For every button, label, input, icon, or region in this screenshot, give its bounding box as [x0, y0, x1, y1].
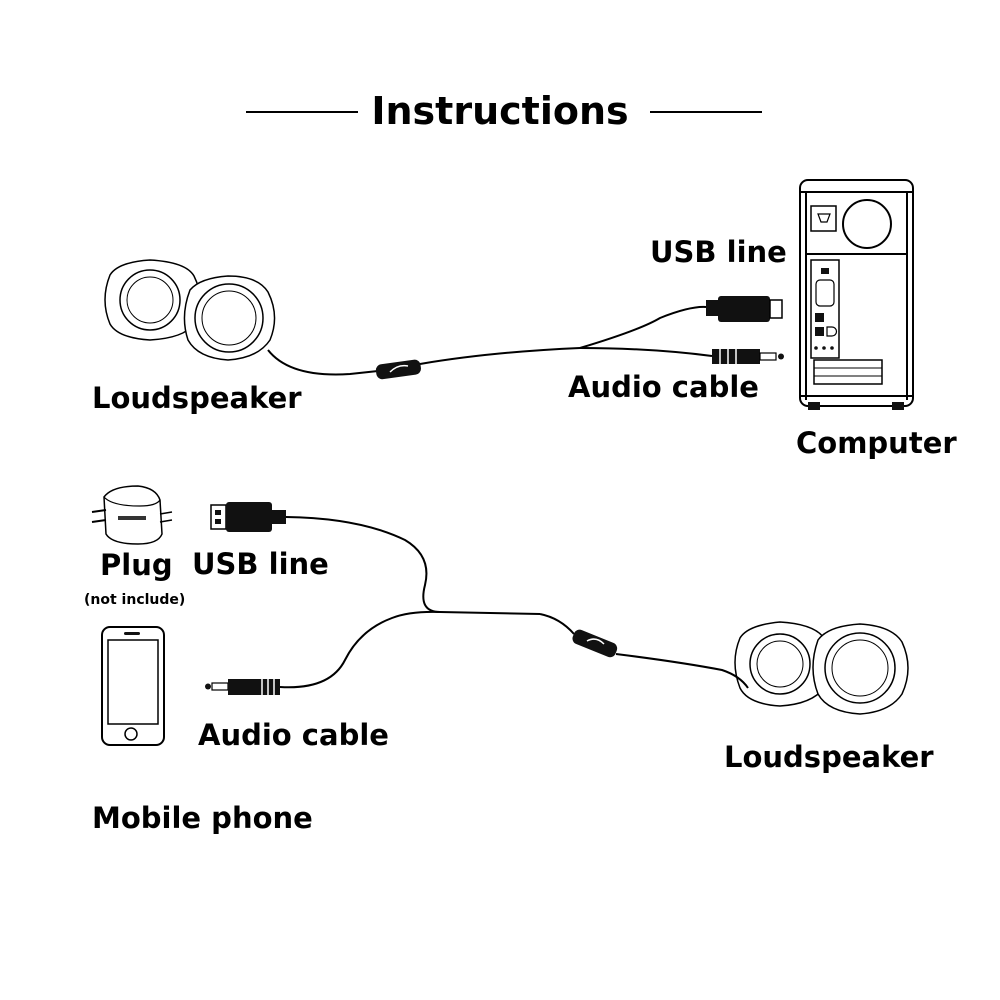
top-speaker-cable	[267, 347, 581, 376]
page-title: Instructions	[371, 89, 629, 133]
top-audio-cable-label: Audio cable	[568, 370, 759, 404]
title-rule-left	[246, 111, 358, 113]
plug-adapter-icon	[91, 485, 173, 545]
mobile-phone-label: Mobile phone	[92, 801, 313, 835]
bottom-audio-cable	[279, 610, 441, 689]
bottom-inline-switch-icon	[572, 629, 618, 658]
bottom-usb-plug-icon	[210, 502, 286, 532]
top-usb-cable	[579, 305, 707, 349]
bottom-audio-cable-label: Audio cable	[198, 718, 389, 752]
top-loudspeaker-label: Loudspeaker	[92, 381, 302, 415]
top-audio-jack-icon	[712, 349, 784, 364]
bottom-usb-cable	[285, 516, 541, 615]
top-inline-switch-icon	[375, 359, 421, 380]
mobile-phone-icon	[101, 626, 165, 746]
bottom-speaker-cable	[539, 613, 749, 689]
top-usb-line-label: USB line	[650, 235, 787, 269]
top-usb-plug-icon	[706, 296, 783, 322]
bottom-audio-jack-icon	[205, 679, 280, 695]
plug-label: Plug	[100, 548, 173, 582]
top-loudspeaker-icon	[104, 259, 276, 361]
top-audio-cable	[579, 347, 713, 357]
plug-note: (not include)	[84, 592, 186, 608]
bottom-loudspeaker-icon	[734, 621, 909, 715]
bottom-usb-line-label: USB line	[192, 547, 329, 581]
computer-tower-icon	[799, 179, 914, 410]
bottom-loudspeaker-label: Loudspeaker	[724, 740, 934, 774]
title-rule-right	[650, 111, 762, 113]
computer-label: Computer	[796, 426, 957, 460]
